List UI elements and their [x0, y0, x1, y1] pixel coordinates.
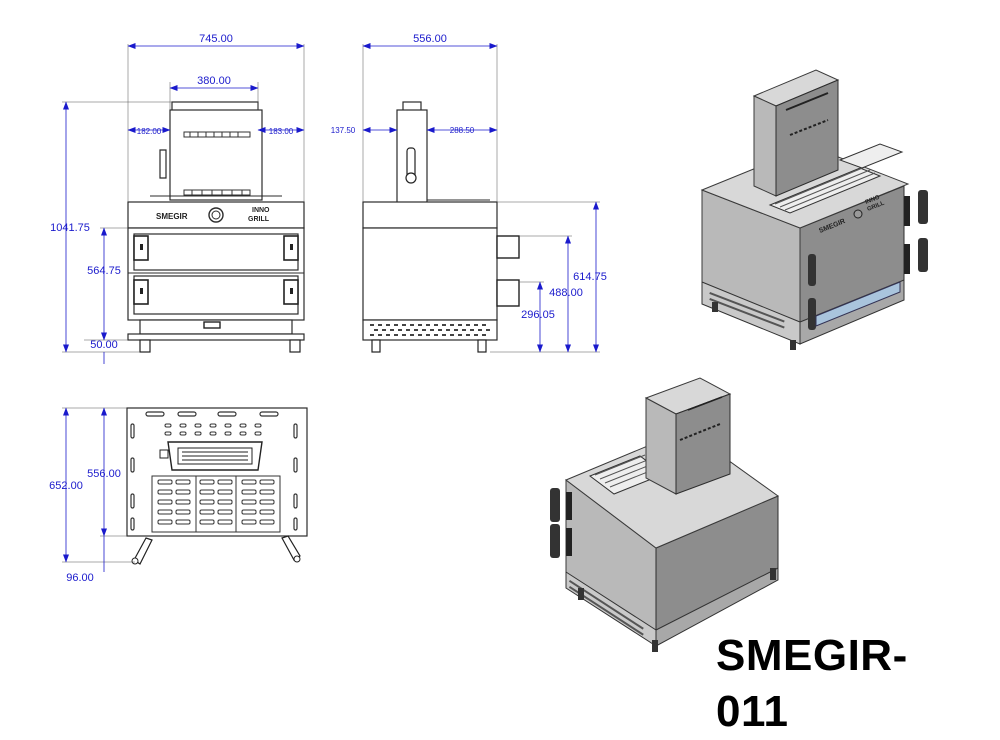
dim-top-overall-depth: 652.00	[49, 480, 83, 492]
iso-view-front: SMEGIR INNO GRILL	[700, 69, 928, 350]
front-left-leg	[139, 339, 151, 353]
dim-left-offset: 182.00	[137, 127, 162, 136]
dim-chimney-back-offset: 137.50	[331, 126, 356, 135]
side-vent-holes	[370, 324, 490, 336]
dim-overall-depth: 556.00	[413, 33, 447, 45]
dim-body-height: 564.75	[87, 265, 121, 277]
front-right-leg	[289, 339, 301, 353]
iso-back-handles	[550, 488, 572, 558]
side-upper-handle	[496, 235, 520, 259]
dim-chimney-front-offset: 288.50	[450, 126, 475, 135]
top-view: 556.00 652.00 96.00	[49, 407, 308, 584]
front-logo-grill: GRILL	[248, 216, 270, 223]
dim-overall-width: 745.00	[199, 33, 233, 45]
side-body	[362, 227, 498, 321]
front-lower-door	[133, 275, 299, 315]
top-hole-rows	[164, 423, 262, 436]
front-knob-icon	[208, 207, 224, 223]
side-left-leg	[371, 339, 381, 353]
top-vent-slots	[130, 411, 298, 531]
dim-top-inner-depth: 556.00	[87, 468, 121, 480]
side-gauge-icon	[405, 172, 417, 184]
top-knob-icon	[159, 449, 169, 459]
side-lower-handle	[496, 279, 520, 307]
part-number-label: SMEGIR-011	[716, 631, 908, 736]
technical-drawing-sheet: SMEGIR INNO GRILL 745.00 380.00	[49, 33, 928, 652]
dim-leg-height: 50.00	[90, 339, 118, 351]
front-upper-door	[133, 233, 299, 271]
front-base	[127, 333, 305, 341]
dim-leg-offset: 96.00	[66, 572, 94, 584]
iso-front-logo-inno: INNO	[865, 195, 881, 206]
dim-handle-mid-height: 488.00	[549, 287, 583, 299]
dim-handle-top-height: 614.75	[573, 271, 607, 283]
iso-front-handles	[808, 190, 928, 330]
side-control-panel	[362, 201, 498, 229]
iso-view-back	[550, 377, 780, 652]
front-logo-inno: INNO	[252, 207, 270, 214]
dim-overall-height: 1041.75	[50, 222, 90, 234]
side-right-leg	[477, 339, 487, 353]
front-chimney	[169, 109, 263, 201]
front-tray-handle	[203, 321, 221, 329]
front-door-hinges	[133, 235, 299, 305]
dim-chimney-width: 380.00	[197, 75, 231, 87]
front-chimney-slots	[183, 131, 251, 196]
front-side-handle	[159, 149, 167, 179]
front-control-panel	[127, 201, 305, 229]
front-logo-smegir: SMEGIR	[156, 212, 188, 221]
dim-handle-bottom-height: 296.05	[521, 309, 555, 321]
top-grill-grates	[151, 475, 281, 533]
side-view: 556.00 137.50 288.50 614.75 488.00 296.0…	[331, 33, 607, 353]
dim-right-offset: 183.00	[269, 127, 294, 136]
top-body	[126, 407, 308, 537]
top-legs	[131, 535, 301, 565]
front-view: SMEGIR INNO GRILL 745.00 380.00	[50, 33, 305, 364]
